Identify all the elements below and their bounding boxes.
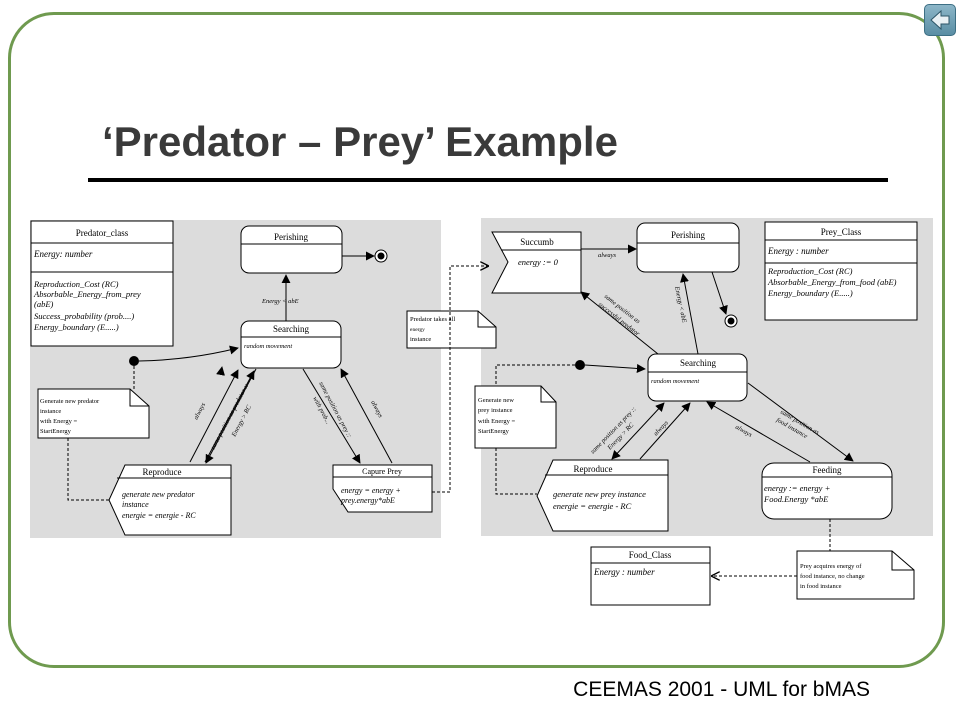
predator-reproduce-state: Reproduce generate new predator instance… bbox=[108, 464, 232, 536]
predator-perishing-label: Perishing bbox=[274, 232, 309, 242]
predator-note-line4: StartEnergy bbox=[40, 428, 72, 435]
prey-note-line4: StartEnergy bbox=[478, 428, 510, 435]
predator-note-line2: instance bbox=[40, 408, 61, 415]
prey-class-name: Prey_Class bbox=[821, 227, 862, 237]
prey-reproduce-action-1: generate new prey instance bbox=[553, 489, 646, 499]
prey-searching-state: Searching random movement bbox=[647, 353, 748, 402]
predator-capture-label: Capure Prey bbox=[362, 467, 402, 476]
prey-searching-activity: random movement bbox=[651, 378, 699, 385]
predator-op-5: Energy_boundary (E.....) bbox=[33, 322, 119, 332]
predator-searching-activity: random movement bbox=[244, 343, 292, 350]
prey-food-note: Prey acquires energy of food instance, n… bbox=[796, 550, 915, 600]
prey-note-line1: Generate new bbox=[478, 397, 514, 404]
prey-final-state bbox=[724, 314, 738, 328]
predator-capture-action-1: energy = energy + bbox=[341, 486, 401, 495]
predator-capture-state: Capure Prey energy = energy + prey.energ… bbox=[332, 464, 433, 513]
predator-op-4: Success_probability (prob....) bbox=[34, 311, 134, 321]
predator-perish-guard: Energy < abE bbox=[261, 298, 299, 305]
prey-op-3: Energy_boundary (E.....) bbox=[767, 288, 853, 298]
prey-feeding-action-1: energy := energy + bbox=[764, 483, 830, 493]
prey-creation-note: Generate new prey instance with Energy =… bbox=[474, 385, 557, 449]
prey-class: Prey_Class Energy : number Reproduction_… bbox=[764, 221, 918, 321]
predator-initial-state bbox=[129, 356, 139, 366]
predator-note-line1: Generate new predator bbox=[40, 398, 100, 405]
prey-succumb-label: Succumb bbox=[520, 237, 554, 247]
prey-class-attr: Energy : number bbox=[767, 246, 829, 256]
prey-always-top: always bbox=[598, 252, 617, 259]
predator-searching-state: Searching random movement bbox=[240, 320, 342, 369]
predator-reproduce-action-2: instance bbox=[122, 500, 149, 509]
predator-class-name: Predator_class bbox=[76, 228, 129, 238]
food-note-line3: in food instance bbox=[800, 583, 842, 590]
prey-searching-label: Searching bbox=[680, 358, 716, 368]
food-class-attr: Energy : number bbox=[593, 567, 655, 577]
middle-note-line3: instance bbox=[410, 336, 431, 343]
predator-class-attr: Energy: number bbox=[33, 249, 93, 259]
predator-final-state bbox=[374, 249, 388, 263]
prey-succumb-action: energy := 0 bbox=[518, 257, 559, 267]
prey-succumb-state: Succumb energy := 0 bbox=[491, 231, 582, 294]
prey-feeding-action-2: Food.Energy *abE bbox=[763, 494, 829, 504]
prey-op-2: Absorbable_Energy_from_food (abE) bbox=[767, 277, 897, 287]
footer-caption: CEEMAS 2001 - UML for bMAS bbox=[573, 678, 870, 701]
middle-note-line1: Predator takes all bbox=[410, 316, 455, 323]
predator-note-line3: with Energy = bbox=[40, 418, 77, 425]
predator-takes-energy-note: Predator takes all energy instance bbox=[406, 310, 497, 349]
prey-feeding-state: Feeding energy := energy + Food.Energy *… bbox=[761, 462, 893, 520]
middle-note-line2: energy bbox=[410, 327, 425, 333]
slide-title: ‘Predator – Prey’ Example bbox=[102, 118, 618, 165]
predator-reproduce-action-1: generate new predator bbox=[122, 490, 195, 499]
food-note-line1: Prey acquires energy of bbox=[800, 563, 862, 570]
prey-perishing-state: Perishing bbox=[636, 222, 740, 273]
predator-reproduce-action-3: energie = energie - RC bbox=[122, 511, 196, 520]
title-underline bbox=[88, 178, 888, 182]
predator-perishing-state: Perishing bbox=[240, 225, 343, 274]
predator-op-1: Reproduction_Cost (RC) bbox=[33, 279, 119, 289]
food-note-line2: food instance, no change bbox=[800, 573, 865, 580]
prey-note-line2: prey instance bbox=[478, 407, 513, 414]
predator-searching-label: Searching bbox=[273, 324, 309, 334]
predator-reproduce-label: Reproduce bbox=[143, 467, 182, 477]
prey-reproduce-state: Reproduce generate new prey instance ene… bbox=[536, 459, 669, 532]
predator-creation-note: Generate new predator instance with Ener… bbox=[37, 388, 150, 439]
prey-initial-state bbox=[575, 360, 585, 370]
prey-note-line3: with Energy = bbox=[478, 418, 515, 425]
prey-op-1: Reproduction_Cost (RC) bbox=[767, 266, 853, 276]
predator-op-3: (abE) bbox=[34, 299, 54, 309]
back-arrow-icon bbox=[930, 9, 950, 31]
prey-perishing-label: Perishing bbox=[671, 230, 706, 240]
prey-reproduce-label: Reproduce bbox=[574, 464, 613, 474]
prey-reproduce-action-2: energie = energie - RC bbox=[553, 501, 632, 511]
back-button[interactable] bbox=[924, 4, 956, 36]
food-class-name: Food_Class bbox=[629, 550, 672, 560]
predator-class: Predator_class Energy: number Reproducti… bbox=[30, 220, 174, 347]
food-class: Food_Class Energy : number bbox=[590, 546, 711, 606]
predator-capture-action-2: prey.energy*abE bbox=[340, 496, 395, 505]
predator-op-2: Absorbable_Energy_from_prey bbox=[33, 289, 141, 299]
prey-feeding-label: Feeding bbox=[813, 465, 842, 475]
